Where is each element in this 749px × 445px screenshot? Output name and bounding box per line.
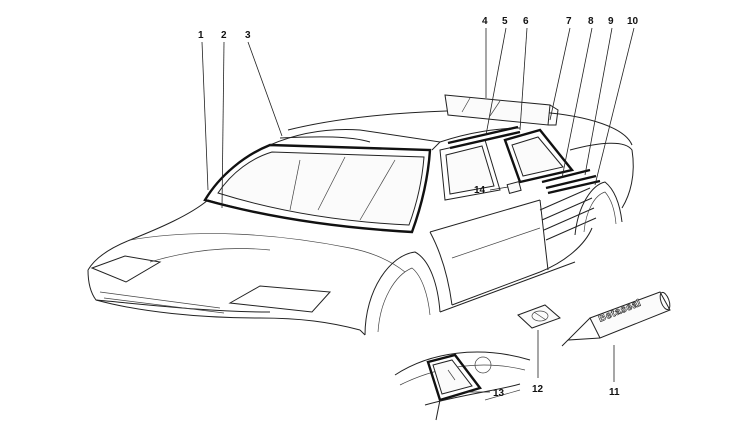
callout-numbers: 1 2 3 4 5 6 7 8 9 10 11 12 13 14: [198, 16, 639, 399]
rear-window-glass: [444, 94, 559, 126]
leader-lines: [201, 27, 635, 393]
callout-6: 6: [523, 16, 529, 27]
callout-1: 1: [198, 30, 204, 41]
callout-9: 9: [608, 16, 614, 27]
callout-13: 13: [493, 388, 505, 399]
callout-3: 3: [245, 30, 251, 41]
callout-14: 14: [474, 185, 486, 196]
callout-8: 8: [588, 16, 594, 27]
rear-window-seals: [447, 125, 521, 150]
decal-12: [517, 304, 561, 329]
callout-11: 11: [609, 387, 620, 398]
callout-7: 7: [566, 16, 572, 27]
callout-10: 10: [627, 16, 639, 27]
car-body-outline: [87, 110, 634, 336]
sealant-tube-11: Betaseal: [561, 291, 671, 347]
callout-5: 5: [502, 16, 508, 27]
side-strips: [541, 168, 601, 195]
callout-12: 12: [532, 384, 544, 395]
callout-2: 2: [221, 30, 227, 41]
inset-detail-13: [394, 351, 531, 421]
clip-14: [506, 180, 522, 194]
callout-4: 4: [482, 16, 488, 27]
